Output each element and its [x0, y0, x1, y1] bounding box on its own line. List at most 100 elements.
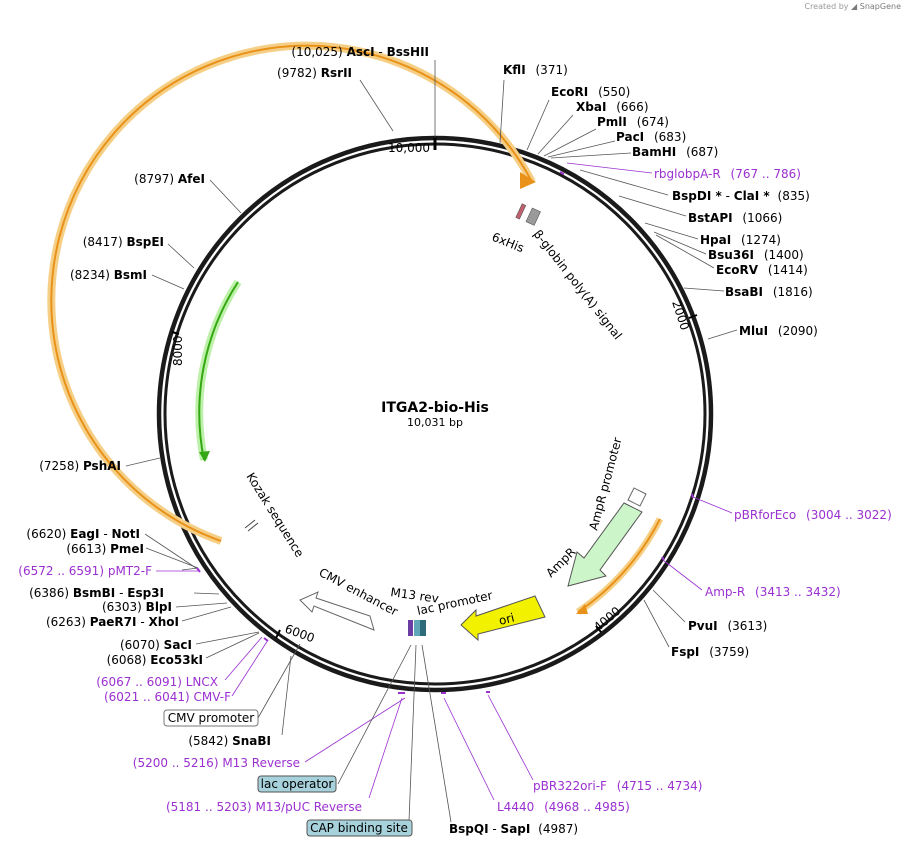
lac-operator-feature	[414, 620, 420, 636]
leader-amp-r	[662, 559, 703, 591]
ori-arrow	[460, 595, 546, 642]
leader-pbrforeco	[692, 496, 733, 514]
site-hpaI: HpaI (1274)	[700, 233, 781, 247]
cmv-enhancer-arrow	[299, 591, 375, 631]
leader-lac-operator	[337, 644, 412, 785]
leader-l4440	[443, 697, 495, 801]
tick-label-10000: 10,000	[388, 141, 430, 155]
tick-mark-2000	[688, 314, 698, 319]
leader-bamHI	[550, 152, 632, 159]
green-feature-arc	[195, 279, 242, 461]
leader-m13-reverse	[304, 697, 406, 763]
site-bspDI: BspDI * - ClaI * (835)	[672, 189, 810, 203]
credit-prefix: Created by	[804, 2, 849, 11]
ampr-orange-arc-core	[577, 518, 661, 613]
site-snaBI: (5842) SnaBI	[188, 734, 271, 748]
leader-pacI	[547, 140, 616, 158]
site-bamHI: BamHI (687)	[632, 145, 718, 159]
leader-ecoRV	[655, 234, 715, 269]
leader-blpI	[175, 602, 228, 608]
site-ascI: (10,025) AscI - BssHII	[291, 45, 429, 59]
site-pvuI: PvuI (3613)	[688, 619, 767, 633]
leader-bsaBI	[683, 287, 725, 292]
beta-globin-feature	[525, 207, 541, 226]
leader-cmv-f	[231, 639, 269, 697]
cap-site-box	[306, 819, 413, 837]
leader-pmeI	[145, 547, 199, 571]
primer-pbr322ori-f: pBR322ori-F (4715 .. 4734)	[533, 779, 702, 793]
site-kflI: KflI (371)	[503, 63, 568, 77]
leader-pmlI	[543, 128, 597, 157]
green-feature-arrowhead	[199, 451, 210, 462]
site-eco53kI: (6068) Eco53kI	[107, 653, 203, 667]
ampr-promoter-arrow	[627, 487, 647, 507]
kozak-marker	[244, 519, 256, 529]
cap-site-label: CAP binding site	[310, 821, 408, 835]
site-bstAPI: BstAPI (1066)	[688, 211, 782, 225]
leader-paeR7I	[181, 606, 232, 622]
leader-xbaI	[537, 114, 574, 155]
primer-m13-reverse: (5200 .. 5216) M13 Reverse	[133, 756, 300, 770]
primer-rbglobpA-r: rbglobpA-R (767 .. 786)	[654, 167, 801, 181]
green-feature-arc-core	[198, 281, 239, 461]
site-bspQI: BspQI - SapI (4987)	[449, 822, 578, 836]
primer-tick-pbrforeco	[691, 493, 694, 499]
leader-ecoRI	[526, 99, 550, 151]
site-ecoRI: EcoRI (550)	[551, 85, 630, 99]
site-bspEI: (8417) BspEI	[83, 235, 164, 249]
leader-bspQI	[421, 644, 452, 823]
ampr-orange-arrowhead	[576, 604, 588, 614]
site-eagI: (6620) EagI - NotI	[26, 527, 140, 541]
tick-mark-6000	[275, 629, 281, 639]
right-site-labels: KflI (371) EcoRI (550) XbaI (666) PmlI (…	[449, 63, 892, 836]
cmv-promoter-label: CMV promoter	[168, 711, 255, 725]
site-bsaBI: BsaBI (1816)	[725, 285, 813, 299]
site-pshAI: (7258) PshAI	[39, 459, 121, 473]
site-ecoRV: EcoRV (1414)	[716, 263, 808, 277]
orange-feature-arc	[47, 41, 536, 545]
site-pmeI: (6613) PmeI	[66, 542, 144, 556]
leader-lines	[125, 60, 738, 823]
leader-cap	[408, 644, 417, 822]
primer-l4440: L4440 (4968 .. 4985)	[497, 800, 630, 814]
leader-eco53kI	[205, 632, 260, 659]
leader-mluI	[707, 329, 738, 340]
leader-bstAPI	[618, 195, 687, 217]
tick-mark-8000	[171, 331, 180, 335]
leader-fspI	[643, 599, 670, 648]
label-m13-rev: M13 rev	[390, 585, 440, 606]
orange-feature-arc-core	[50, 44, 533, 542]
leader-lncx	[224, 636, 263, 681]
leader-hpaI	[644, 222, 699, 240]
leader-snaBI	[281, 655, 292, 736]
label-6xhis: 6xHis	[490, 230, 526, 255]
label-beta-globin: β-globin poly(A) signal	[531, 227, 625, 342]
leader-sacI	[195, 631, 260, 645]
kozak-marker-2	[247, 522, 259, 532]
his-tag-feature	[515, 203, 527, 220]
lac-operator-label: lac operator	[261, 777, 334, 791]
site-paeR7I: (6263) PaeR7I - XhoI	[46, 615, 179, 629]
leader-m13puc	[368, 697, 403, 799]
site-sacI: (6070) SacI	[120, 638, 192, 652]
leader-eagI	[144, 533, 197, 569]
site-bsmI: (8234) BsmI	[70, 268, 147, 282]
plasmid-name: ITGA2-bio-His	[381, 400, 489, 416]
primer-tick-ampr	[661, 556, 665, 561]
primer-pbrforeco: pBRforEco (3004 .. 3022)	[734, 508, 892, 522]
primer-pmt2f: (6572 .. 6591) pMT2-F	[18, 564, 152, 578]
leader-cmv-promoter	[257, 643, 301, 719]
site-blpI: (6303) BlpI	[102, 600, 172, 614]
tick-mark-4000	[595, 625, 602, 633]
site-bsmBI: (6386) BsmBI - Esp3I	[29, 586, 164, 600]
label-ori: ori	[497, 611, 516, 628]
site-pmlI: PmlI (674)	[597, 115, 669, 129]
credit-brand: SnapGene	[859, 2, 901, 11]
leader-kflI	[499, 79, 505, 144]
primer-tick-rbglobpA	[559, 171, 565, 175]
primer-tick-pmt2	[196, 567, 201, 573]
tick-label-8000: 8000	[171, 335, 185, 366]
plasmid-length: 10,031 bp	[407, 416, 463, 429]
primer-cmvf: (6021 .. 6041) CMV-F	[104, 690, 231, 704]
